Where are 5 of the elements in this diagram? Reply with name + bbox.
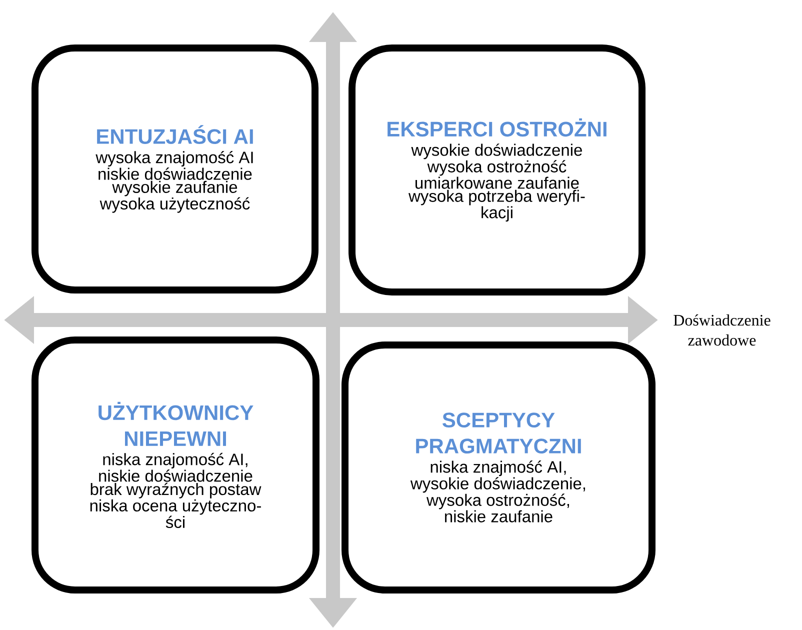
category-box: EKSPERCI OSTROŻNI wysokie doświadczenie wysoka ostrożność umiarkowane zaufanie wysoka potrzeba weryfi- kacji xyxy=(348,44,646,296)
category-box: UŻYTKOWNICY NIEPEWNI niska znajomość AI, niskie doświadczenie brak wyraźnych postaw niska ocena użyteczno- ści xyxy=(32,336,320,594)
category-box: ENTUZJAŚCI AI wysoka znajomość AI niskie doświadczenie wysokie zaufanie wysoka użyteczność xyxy=(32,44,318,294)
axis-label: Doświadczenie zawodowe xyxy=(674,314,770,346)
category-box: SCEPTYCY PRAGMATYCZNI niska znajmość AI, wysokie doświadczenie, wysoka ostrożność, niskie zaufanie xyxy=(342,342,656,594)
